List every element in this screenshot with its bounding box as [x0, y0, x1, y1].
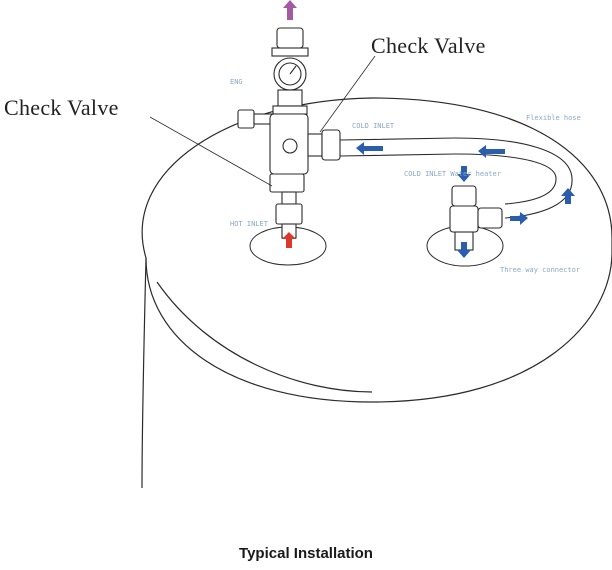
outlet-arrow-icon	[283, 0, 297, 20]
label-hot-inlet: HOT INLET	[230, 220, 269, 228]
tank-left-wall	[141, 257, 147, 489]
leader-left	[149, 116, 273, 187]
flow-arrow-up-icon	[561, 188, 575, 204]
label-cold-inlet-top: COLD INLET	[352, 122, 395, 130]
hot-arrow-icon	[282, 232, 296, 248]
flow-arrow-left-icon	[478, 145, 505, 158]
label-three-way-connector: Three way connector	[500, 266, 580, 274]
tank-bottom-inner	[156, 281, 373, 393]
check-valve-label-right: Check Valve	[371, 33, 486, 58]
flow-arrow-down-icon	[457, 242, 471, 258]
flow-arrow-down-icon	[457, 166, 471, 182]
label-gauge-mark: ENG	[230, 78, 243, 86]
label-flexible-hose: Flexible hose	[526, 114, 581, 122]
tank-top-rim	[141, 97, 612, 403]
leader-right	[319, 55, 376, 133]
diagram-caption: Typical Installation	[239, 545, 373, 562]
valve-assembly	[237, 27, 341, 239]
three-way-connector	[449, 185, 503, 251]
check-valve-label-left: Check Valve	[4, 95, 119, 120]
flow-arrow-left-icon	[356, 142, 383, 155]
flow-arrow-right-icon	[510, 212, 528, 225]
leader-lines	[149, 55, 376, 187]
water-heater-tank	[141, 97, 612, 489]
flow-arrows	[282, 0, 575, 258]
label-cold-inlet-heater: COLD INLET Water heater	[404, 170, 501, 178]
